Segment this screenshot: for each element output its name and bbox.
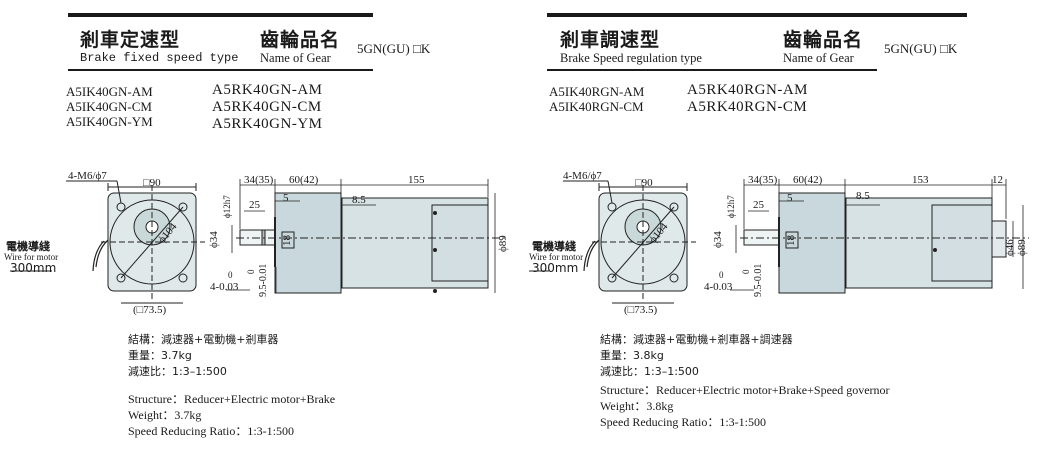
wire-length: 300mm — [532, 261, 579, 275]
motor-model: A5IK40GN-AM — [66, 84, 153, 99]
dim-60-42: 60(42) — [289, 174, 319, 186]
key-width: 4-0.03 — [704, 281, 733, 293]
cap-diameter: ϕ46 — [1004, 239, 1016, 256]
shaft-fit: ϕ12h7 — [726, 195, 736, 218]
spec-cn: 重量：3.8kg — [600, 349, 664, 362]
dim-5: 5 — [787, 192, 793, 204]
title-underline — [547, 69, 877, 71]
key-height: 9.5-0.01 — [753, 263, 764, 297]
gear-model: A5RK40GN-AM — [212, 82, 323, 98]
gear-model: A5RK40GN-YM — [212, 116, 323, 132]
motor-model: A5IK40GN-CM — [66, 99, 152, 114]
type-title-cn: 剎車定速型 — [80, 29, 181, 51]
wire-label-cn: 電機導綫 — [532, 240, 576, 253]
left-panel: 剎車定速型 Brake fixed speed type 齒輪品名 Name o… — [0, 0, 528, 457]
governor-cap — [991, 220, 1007, 258]
spec-cn: 結構：減速器+電動機+剎車器 — [128, 333, 279, 346]
brake-body — [931, 204, 993, 282]
gear-title-cn: 齒輪品名 — [260, 29, 341, 51]
spec-cn: 結構：減速器+電動機+剎車器+調速器 — [600, 333, 793, 346]
gearhead-body — [274, 192, 342, 294]
gear-title-en: Name of Gear — [260, 51, 331, 65]
key-height: 9.5-0.01 — [258, 263, 269, 297]
key-width: 4-0.03 — [210, 281, 239, 293]
wire-label-en: Wire for motor — [529, 252, 584, 262]
motor-model: A5IK40GN-YM — [66, 114, 153, 129]
spec-cn: 減速比：1:3–1:500 — [128, 365, 227, 378]
dim-5: 5 — [283, 192, 289, 204]
shaft-diameter: ϕ34 — [712, 231, 724, 248]
gear-model: A5RK40RGN-CM — [687, 99, 808, 115]
dim-60-42: 60(42) — [793, 174, 823, 186]
motor-dimension-drawing — [529, 179, 1029, 304]
wire-label-cn: 電機導綫 — [6, 240, 50, 253]
motor-model: A5IK40RGN-CM — [549, 99, 644, 114]
spec-en: Structure：Reducer+Electric motor+Brake — [128, 392, 336, 406]
motor-dimension-drawing — [10, 179, 508, 304]
dim-end-length: 12 — [992, 174, 1003, 186]
key-height-top: 0 — [246, 269, 256, 275]
gear-code: 5GN(GU) □K — [884, 41, 958, 56]
body-diameter: ϕ89 — [497, 235, 509, 252]
title-underline — [68, 69, 373, 71]
shaft-fit: ϕ12h7 — [222, 195, 232, 218]
title-rule — [547, 13, 967, 17]
dim-25: 25 — [249, 199, 260, 211]
pcd-dimension: (□73.5) — [133, 304, 167, 316]
dim-8-5: 8.5 — [856, 190, 870, 202]
hole-label: 4-M6/ϕ7 — [68, 170, 107, 182]
wire-label-en: Wire for motor — [4, 252, 59, 262]
key-height-top: 0 — [741, 269, 751, 275]
dim-34-35: 34(35) — [748, 174, 778, 186]
dim-25: 25 — [753, 199, 764, 211]
square-dimension: □90 — [635, 177, 653, 189]
spec-en: Speed Reducing Ratio：1:3-1:500 — [600, 415, 766, 429]
wire-length: 300mm — [10, 261, 57, 275]
body-diameter: ϕ89 — [1016, 239, 1028, 256]
spec-en: Weight：3.7kg — [128, 408, 202, 422]
gear-code: 5GN(GU) □K — [357, 41, 431, 56]
pcd-dimension: (□73.5) — [624, 304, 658, 316]
key-length: 18 — [785, 235, 797, 246]
type-title-cn: 剎車調速型 — [560, 29, 661, 51]
dim-main-length: 153 — [912, 174, 929, 186]
spec-en: Structure：Reducer+Electric motor+Brake+S… — [600, 383, 890, 397]
key-width-top: 0 — [228, 270, 233, 280]
gearhead-body — [778, 192, 846, 294]
type-title-en: Brake Speed regulation type — [560, 51, 702, 65]
motor-model: A5IK40RGN-AM — [549, 84, 645, 99]
right-panel: 剎車調速型 Brake Speed regulation type 齒輪品名 N… — [529, 0, 1057, 457]
title-rule — [68, 13, 373, 17]
dim-8-5: 8.5 — [352, 194, 366, 206]
square-dimension: □90 — [143, 177, 161, 189]
gear-model: A5RK40GN-CM — [212, 99, 322, 115]
key-width-top: 0 — [719, 270, 724, 280]
gear-model: A5RK40RGN-AM — [687, 82, 809, 98]
brake-body — [431, 204, 489, 282]
dim-main-length: 155 — [408, 174, 425, 186]
spec-en: Weight：3.8kg — [600, 399, 674, 413]
gear-title-en: Name of Gear — [783, 51, 854, 65]
key-length: 18 — [281, 235, 293, 246]
hole-label: 4-M6/ϕ7 — [563, 170, 602, 182]
gear-title-cn: 齒輪品名 — [783, 29, 864, 51]
spec-en: Speed Reducing Ratio：1:3-1:500 — [128, 424, 294, 438]
spec-cn: 重量：3.7kg — [128, 349, 192, 362]
type-title-en: Brake fixed speed type — [80, 51, 239, 65]
shaft-diameter: ϕ34 — [208, 231, 220, 248]
dim-34-35: 34(35) — [244, 174, 274, 186]
spec-cn: 減速比：1:3–1:500 — [600, 365, 699, 378]
